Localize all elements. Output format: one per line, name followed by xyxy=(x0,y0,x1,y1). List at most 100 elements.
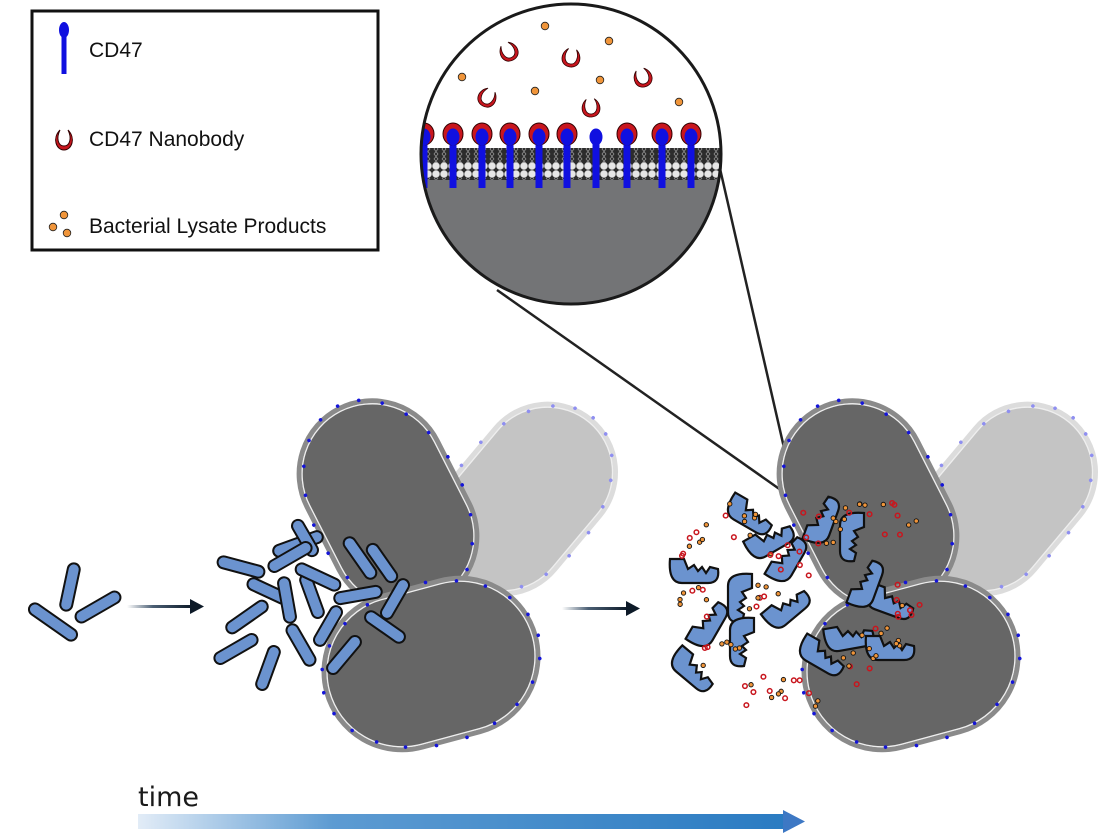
nanobody xyxy=(704,644,711,651)
cd47-dot xyxy=(423,580,428,585)
bacterium xyxy=(285,623,317,667)
cd47-receptor-icon xyxy=(59,22,69,74)
lysed-bacterium xyxy=(728,616,756,668)
nanobody xyxy=(866,665,873,672)
lysate-particle xyxy=(842,505,849,511)
lysate-particle xyxy=(677,596,683,603)
nanobody xyxy=(766,687,773,695)
cd47-dot xyxy=(1016,633,1021,638)
cd47-dot xyxy=(940,483,944,487)
cd47-dot xyxy=(356,398,361,403)
cd47-dot xyxy=(999,584,1004,589)
lysate-particle xyxy=(700,662,706,668)
lysed-bacterium xyxy=(801,495,841,544)
lysate-particle xyxy=(837,526,843,532)
cd47-dot xyxy=(963,584,968,588)
lysate-particle xyxy=(830,539,836,546)
cd47-dot xyxy=(782,464,786,469)
lysate-particle xyxy=(866,645,872,652)
cd47-dot xyxy=(783,493,788,498)
stage-arrow-2 xyxy=(562,601,640,616)
cd47-dot xyxy=(914,743,919,748)
lysate-particle xyxy=(873,653,879,659)
cd47-dot xyxy=(988,595,992,600)
cd47-dot xyxy=(320,667,325,672)
cd47-dot xyxy=(326,551,330,556)
nanobody xyxy=(853,681,860,688)
nanobody xyxy=(743,702,750,709)
cd47-dot xyxy=(1088,478,1093,483)
cd47-receptor xyxy=(589,128,603,188)
lysate-particle xyxy=(746,606,753,612)
cd47-dot xyxy=(591,415,595,420)
stage-bacteria-proliferation xyxy=(213,518,410,691)
nanobody xyxy=(805,690,813,697)
cd47-dot xyxy=(787,438,791,443)
lysed-bacterium xyxy=(741,525,795,560)
bacterium xyxy=(333,584,383,606)
nanobody xyxy=(894,581,901,588)
lysate-particle xyxy=(727,501,733,507)
membrane-inset xyxy=(419,2,723,306)
cd47-dot xyxy=(903,580,908,585)
bacterium xyxy=(213,633,259,665)
cd47-dot xyxy=(460,483,464,487)
bacterium xyxy=(313,605,343,647)
cd47-dot xyxy=(854,740,859,744)
lysate-particle xyxy=(833,518,839,525)
nanobody xyxy=(753,603,760,610)
lysate-particle xyxy=(530,86,540,96)
cd47-dot xyxy=(567,553,571,558)
lysate-particle xyxy=(884,625,890,631)
bacterium xyxy=(27,602,79,642)
lysate-particle xyxy=(763,584,769,590)
cd47-receptors xyxy=(421,122,702,188)
lysate-particle xyxy=(878,630,884,636)
cd47-dot xyxy=(536,633,541,638)
cd47-dot xyxy=(801,690,806,695)
lysate-particle xyxy=(703,597,710,603)
lipid-bilayer xyxy=(421,148,721,180)
nanobody xyxy=(633,67,653,88)
cd47-dot xyxy=(465,567,469,572)
cd47-receptor xyxy=(616,122,638,188)
time-arrow-shaft xyxy=(138,814,786,829)
cd47-dot xyxy=(530,680,535,684)
time-arrow-head xyxy=(783,810,805,833)
nanobody xyxy=(866,511,873,518)
cd47-dot xyxy=(454,579,459,583)
nanobody xyxy=(805,572,812,579)
nanobody xyxy=(796,677,803,684)
lysate-particle xyxy=(775,591,781,597)
cd47-dot xyxy=(1053,406,1057,411)
cd47-dot xyxy=(380,401,385,405)
cd47-dot xyxy=(860,401,865,405)
lysed-bacterium xyxy=(668,557,720,585)
lysate-particle xyxy=(752,511,759,518)
cd47-dot xyxy=(465,735,469,740)
cd47-dot xyxy=(1017,656,1022,661)
nanobody xyxy=(678,552,686,559)
cd47-receptor xyxy=(421,122,435,188)
cd47-dot xyxy=(945,567,949,572)
nanobody xyxy=(777,566,784,573)
bacterium xyxy=(326,634,362,676)
nanobody xyxy=(784,542,791,549)
nanobody xyxy=(730,534,737,541)
lysate-particle xyxy=(741,518,748,525)
lysate-particle xyxy=(906,522,912,528)
cd47-dot xyxy=(302,464,306,469)
cd47-dot xyxy=(470,541,474,546)
bacterium xyxy=(267,541,313,573)
bacterium xyxy=(255,645,281,691)
lysed-bacterium xyxy=(845,559,885,608)
cd47-dot xyxy=(508,595,512,600)
nanobody xyxy=(581,98,601,118)
nanobody xyxy=(846,509,853,516)
cd47-receptor xyxy=(680,122,702,188)
lysate-particle xyxy=(677,601,683,607)
nanobody xyxy=(889,500,896,507)
cd47-dot xyxy=(609,453,614,458)
cd47-dot xyxy=(1089,453,1094,458)
